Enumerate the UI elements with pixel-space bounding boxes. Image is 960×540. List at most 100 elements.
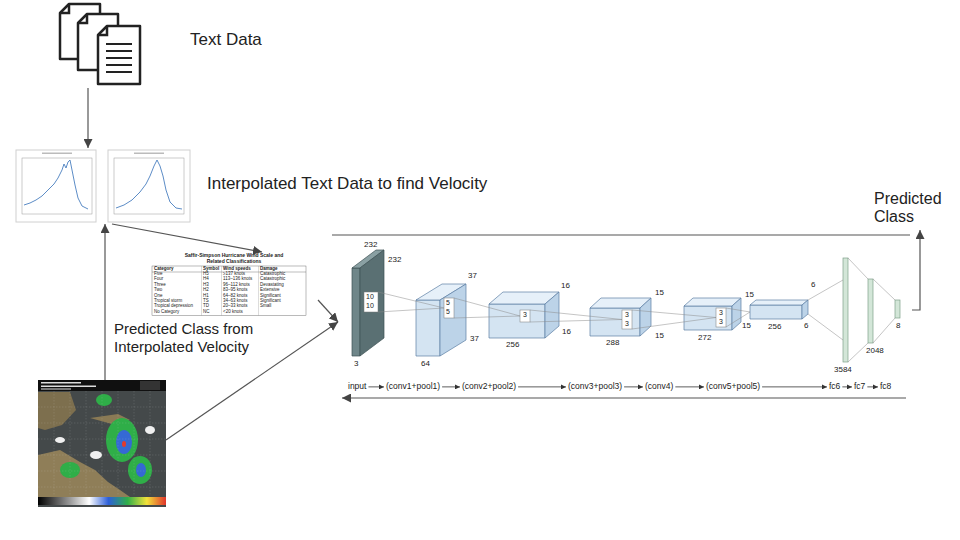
stage-arrow — [675, 386, 704, 387]
layer-stage-label: fc7 — [854, 382, 865, 392]
lat-lon-grid — [38, 391, 166, 496]
cloud-top — [55, 437, 65, 443]
cloud-area — [128, 456, 152, 484]
layer-front-face — [684, 306, 732, 330]
kernel-window — [716, 308, 726, 327]
flow-arrow — [318, 300, 338, 322]
layer-side-face — [640, 298, 651, 336]
flow-arrow — [912, 230, 920, 310]
table-cell: One — [154, 294, 163, 299]
page-fold — [78, 14, 87, 23]
header-mark — [41, 389, 71, 390]
table-cell: 96–112 knots — [223, 283, 250, 288]
stage-arrow — [762, 386, 827, 387]
stage-arrow — [842, 386, 852, 387]
document-group: Text Data — [50, 0, 340, 88]
plot-title-bar — [134, 153, 164, 155]
table-cell: TS — [203, 299, 209, 304]
dimension-number: 6 — [811, 281, 815, 290]
layer-stage-label: input — [348, 382, 366, 392]
stage-arrow — [867, 386, 878, 387]
dimension-number: 10 — [366, 293, 374, 301]
layer-side-face — [802, 300, 808, 319]
dimension-number: 10 — [366, 302, 374, 310]
layer-front-face — [352, 268, 360, 356]
fc-layer-bar — [895, 300, 900, 318]
table-cell: Wind speeds — [223, 267, 251, 272]
kernel-projection-line — [848, 258, 868, 279]
table-cell: Extensive — [260, 288, 280, 293]
dimension-number: 3 — [523, 311, 527, 319]
kernel-window — [364, 292, 378, 312]
storm-core — [122, 441, 126, 447]
backward-pass-line — [342, 397, 906, 398]
table-frame — [152, 266, 306, 316]
plot-frame — [16, 150, 96, 222]
plot-group: Interpolated Text Data to find Velocity — [14, 148, 544, 224]
dimension-number: 6 — [804, 322, 808, 331]
header-mark — [41, 382, 81, 384]
table-cell: Catastrophic — [260, 277, 285, 282]
color-bar — [38, 497, 166, 505]
dimension-number: 272 — [698, 334, 711, 343]
plot-title-bar — [42, 153, 72, 155]
page-fold — [60, 4, 69, 13]
table-cell: Catastrophic — [260, 272, 285, 277]
layer-top-face — [684, 298, 741, 306]
dimension-number: 3 — [719, 309, 723, 317]
kernel-projection-line — [632, 318, 716, 330]
dimension-number: 5 — [446, 308, 450, 316]
kernel-projection-line — [848, 343, 868, 362]
dimension-number: 3 — [354, 360, 358, 369]
kernel-projection-line — [808, 280, 843, 300]
layer-stage-label: (conv5+pool5) — [706, 382, 760, 392]
kernel-window — [444, 298, 454, 318]
dimension-number: 232 — [388, 256, 401, 265]
kernel-projection-line — [873, 318, 895, 343]
dimension-number: 15 — [655, 289, 664, 298]
dimension-number: 15 — [655, 332, 664, 341]
table-cell: 113–136 knots — [223, 277, 252, 282]
table-cell: No Category — [154, 310, 179, 315]
icon-label: Text Data — [190, 30, 262, 50]
page-fold — [98, 26, 107, 35]
table-cell: H5 — [203, 272, 209, 277]
flow-arrow — [87, 88, 88, 148]
satellite-background — [38, 380, 166, 507]
cloud-core — [116, 430, 132, 454]
stage-arrow — [624, 386, 643, 387]
table-cell: Symbol — [203, 267, 219, 272]
table-cell: 20–33 knots — [223, 304, 248, 309]
table-cell: Devastating — [260, 283, 284, 288]
velocity-curve — [24, 160, 88, 209]
table-cell: Tropical depression — [154, 304, 193, 309]
velocity-curve — [116, 160, 182, 209]
table-cell: H2 — [203, 288, 209, 293]
plot-axes — [22, 158, 92, 214]
table-cell: Three — [154, 283, 166, 288]
layer-stage-label: (conv2+pool2) — [462, 382, 516, 392]
flow-arrow — [112, 224, 262, 252]
table-cell: Significant — [260, 299, 281, 304]
kernel-projection-line — [632, 310, 716, 318]
kernel-projection-line — [378, 308, 444, 312]
table-cell: 64–82 knots — [223, 294, 248, 299]
stage-arrow — [518, 386, 566, 387]
table-rule — [258, 266, 259, 316]
table-cell: 83–95 knots — [223, 288, 248, 293]
kernel-projection-line — [454, 316, 520, 318]
dimension-number: 3 — [625, 320, 629, 328]
layer-stage-label: fc6 — [829, 382, 840, 392]
image-header — [38, 380, 166, 391]
layer-stage-label: (conv4) — [645, 382, 673, 392]
satellite-image — [38, 380, 166, 507]
cloud-area — [106, 418, 138, 462]
table-cell: Small — [260, 304, 271, 309]
cnn-layers — [352, 250, 900, 362]
stage-arrow — [368, 386, 384, 387]
document-page — [98, 26, 140, 84]
